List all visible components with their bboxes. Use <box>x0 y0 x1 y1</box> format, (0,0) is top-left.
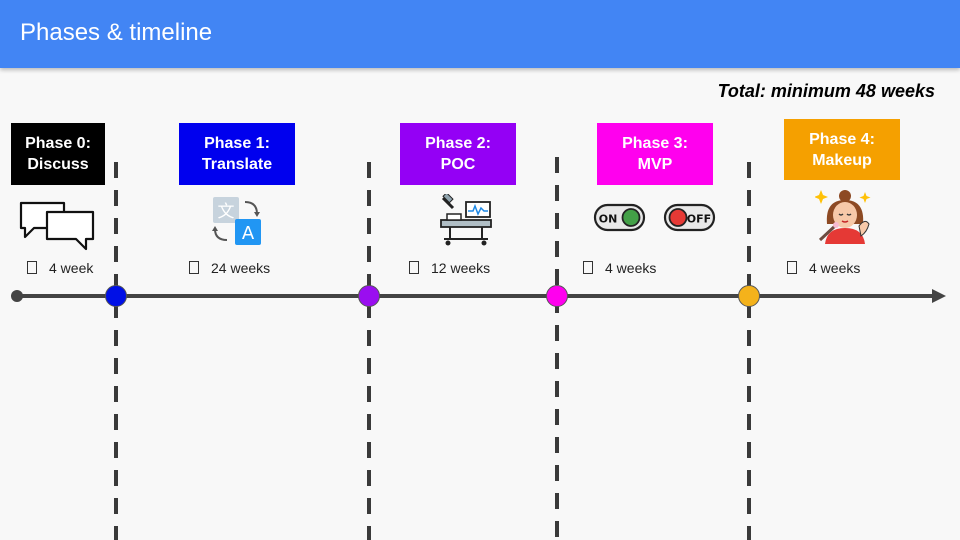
speech-bubbles-icon <box>19 201 95 251</box>
phase-3-name: MVP <box>637 156 673 173</box>
phase-4-label: Phase 4: <box>809 130 875 148</box>
milestone-1 <box>105 285 127 307</box>
clock-icon <box>189 261 199 274</box>
phase-2-box: Phase 2: POC <box>400 123 516 185</box>
phase-1-label: Phase 1: <box>204 135 270 152</box>
phase-4-name: Makeup <box>812 151 872 169</box>
phase-4-duration: 4 weeks <box>787 260 860 276</box>
hospital-bed-icon <box>440 194 492 246</box>
clock-icon <box>409 261 419 274</box>
clock-icon <box>583 261 593 274</box>
phase-2-duration: 12 weeks <box>409 260 490 276</box>
svg-text:OFF: OFF <box>687 213 711 226</box>
phase-0-box: Phase 0: Discuss <box>11 123 105 185</box>
phase-3-duration: 4 weeks <box>583 260 656 276</box>
total-duration: Total: minimum 48 weeks <box>717 81 935 101</box>
svg-text:A: A <box>242 223 255 244</box>
svg-text:文: 文 <box>218 202 235 222</box>
svg-text:ON: ON <box>599 213 618 226</box>
milestone-2 <box>358 285 380 307</box>
timeline-arrow-head <box>932 289 946 303</box>
phase-2-label: Phase 2: <box>425 135 491 152</box>
phase-1-name: Translate <box>201 156 273 173</box>
header-bar: Phases & timeline <box>0 0 960 68</box>
timeline-start-dot <box>11 290 23 302</box>
translate-icon: 文 A <box>212 197 261 245</box>
milestone-3 <box>546 285 568 307</box>
phase-0-name: Discuss <box>27 156 89 173</box>
phase-0-duration: 4 week <box>27 260 93 276</box>
clock-icon <box>787 261 797 274</box>
phase-1-box: Phase 1: Translate <box>179 123 295 185</box>
phase-3-label: Phase 3: <box>622 135 688 152</box>
phase-3-box: Phase 3: MVP <box>597 123 713 185</box>
milestone-4 <box>738 285 760 307</box>
phase-4-box: Phase 4: Makeup <box>784 119 900 180</box>
makeup-woman-icon <box>815 190 871 244</box>
page-title: Phases & timeline <box>20 19 213 46</box>
phase-1-duration: 24 weeks <box>189 260 270 276</box>
on-off-switch-icon: ON OFF <box>593 203 716 232</box>
clock-icon <box>27 261 37 274</box>
phase-2-name: POC <box>440 156 476 173</box>
phase-0-label: Phase 0: <box>25 135 91 152</box>
